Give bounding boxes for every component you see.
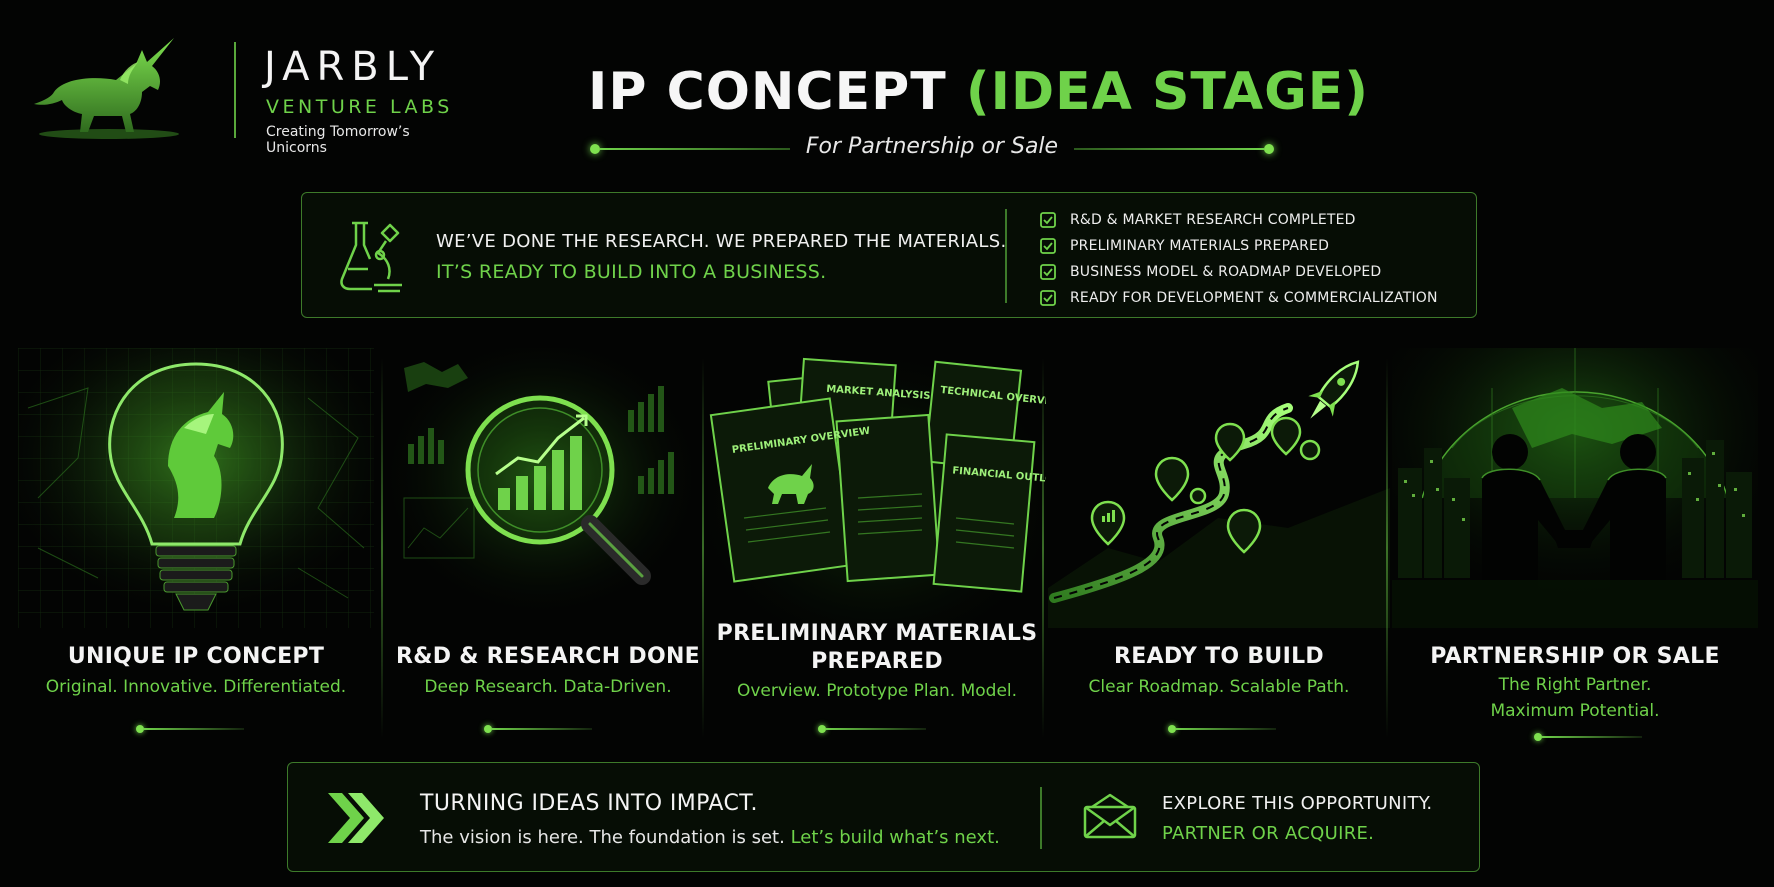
- checkbox-checked-icon: [1040, 212, 1056, 228]
- panel-title: R&D & RESEARCH DONE: [395, 644, 701, 669]
- cta-explore[interactable]: EXPLORE THIS OPPORTUNITY.: [1162, 793, 1433, 814]
- panel-title-line: PRELIMINARY MATERIALS: [716, 621, 1038, 646]
- panel-subtitle: Clear Roadmap. Scalable Path.: [1088, 677, 1350, 697]
- checklist-item: READY FOR DEVELOPMENT & COMMERCIALIZATIO…: [1040, 285, 1438, 311]
- subtitle-line-right: [1074, 148, 1264, 150]
- panel-subtitle-line: Maximum Potential.: [1490, 701, 1660, 721]
- panel-separator: [1042, 358, 1044, 738]
- panel-rule: [1176, 728, 1276, 730]
- subtitle-dot-right: [1264, 144, 1274, 154]
- cta-partner-acquire[interactable]: PARTNER OR ACQUIRE.: [1162, 823, 1375, 844]
- checklist-item: PRELIMINARY MATERIALS PREPARED: [1040, 233, 1438, 259]
- panel-subtitle-line: The Right Partner.: [1498, 675, 1652, 695]
- envelope-icon: [1083, 793, 1137, 839]
- checkbox-checked-icon: [1040, 264, 1056, 280]
- impact-body: The vision is here. The foundation is se…: [420, 827, 1000, 848]
- brand-subname: VENTURE LABS: [266, 96, 453, 118]
- title-accent: (IDEA STAGE): [965, 62, 1370, 122]
- panel-subtitle: Deep Research. Data-Driven.: [424, 677, 672, 697]
- panel-rule: [826, 728, 926, 730]
- impact-headline: TURNING IDEAS INTO IMPACT.: [420, 791, 758, 816]
- panel-separator: [1386, 358, 1388, 738]
- checkbox-checked-icon: [1040, 290, 1056, 306]
- research-summary-box: WE’VE DONE THE RESEARCH. WE PREPARED THE…: [301, 192, 1477, 318]
- panel-rule-dot: [136, 725, 144, 733]
- brand-name: JARBLY: [264, 44, 442, 90]
- magnifier-chart-icon: [388, 348, 708, 628]
- panel-separator: [381, 358, 383, 738]
- checklist-item: R&D & MARKET RESEARCH COMPLETED: [1040, 207, 1438, 233]
- panel-subtitle: The Right Partner. Maximum Potential.: [1392, 672, 1758, 724]
- subtitle-dot-left: [590, 144, 600, 154]
- feature-panels: UNIQUE IP CONCEPT Original. Innovative. …: [18, 348, 1758, 750]
- panel-preliminary-materials: PRELIMINARY OVERVIEW MARKET ANALYSIS TEC…: [708, 348, 1046, 750]
- documents-icon: PRELIMINARY OVERVIEW MARKET ANALYSIS TEC…: [708, 348, 1046, 628]
- unicorn-icon: [34, 38, 179, 139]
- panel-ready-to-build: READY TO BUILD Clear Roadmap. Scalable P…: [1048, 348, 1390, 750]
- flask-microscope-icon: [340, 221, 402, 293]
- panel-separator: [702, 358, 704, 738]
- panel-title: PRELIMINARY MATERIALS PREPARED: [708, 620, 1046, 676]
- handshake-globe-icon: [1392, 348, 1758, 628]
- page-subtitle: For Partnership or Sale: [805, 134, 1059, 159]
- panel-subtitle: Overview. Prototype Plan. Model.: [736, 681, 1018, 701]
- roadmap-rocket-icon: [1048, 360, 1390, 628]
- research-divider: [1005, 209, 1007, 303]
- brand-logo: JARBLY VENTURE LABS Creating Tomorrow’s …: [24, 34, 454, 156]
- checklist-label: R&D & MARKET RESEARCH COMPLETED: [1070, 212, 1356, 228]
- panel-title: UNIQUE IP CONCEPT: [67, 644, 325, 669]
- panel-title: READY TO BUILD: [1114, 644, 1324, 669]
- checkbox-checked-icon: [1040, 238, 1056, 254]
- panel-rule: [144, 728, 244, 730]
- impact-body-text: The vision is here. The foundation is se…: [420, 827, 785, 848]
- checklist-item: BUSINESS MODEL & ROADMAP DEVELOPED: [1040, 259, 1438, 285]
- checklist-label: PRELIMINARY MATERIALS PREPARED: [1070, 238, 1330, 254]
- cta-divider: [1040, 787, 1042, 849]
- page-title: IP CONCEPT (IDEA STAGE): [588, 62, 1369, 122]
- lightbulb-unicorn-icon: [18, 348, 374, 628]
- double-chevron-icon: [328, 793, 384, 843]
- checklist-label: BUSINESS MODEL & ROADMAP DEVELOPED: [1070, 264, 1382, 280]
- panel-rule-dot: [1534, 733, 1542, 741]
- research-checklist: R&D & MARKET RESEARCH COMPLETED PRELIMIN…: [1040, 207, 1438, 311]
- panel-rule-dot: [818, 725, 826, 733]
- panel-rule: [1542, 736, 1642, 738]
- panel-subtitle: Original. Innovative. Differentiated.: [45, 677, 347, 697]
- panel-rule-dot: [1168, 725, 1176, 733]
- impact-body-accent: Let’s build what’s next.: [790, 827, 1000, 848]
- subtitle-line-left: [600, 148, 790, 150]
- panel-rule-dot: [484, 725, 492, 733]
- panel-title: PARTNERSHIP OR SALE: [1430, 644, 1720, 669]
- panel-partnership-or-sale: PARTNERSHIP OR SALE The Right Partner. M…: [1392, 348, 1758, 750]
- checklist-label: READY FOR DEVELOPMENT & COMMERCIALIZATIO…: [1070, 290, 1438, 306]
- research-ready-statement: IT’S READY TO BUILD INTO A BUSINESS.: [436, 261, 827, 283]
- title-main: IP CONCEPT: [588, 62, 947, 122]
- panel-unique-ip-concept: UNIQUE IP CONCEPT Original. Innovative. …: [18, 348, 374, 750]
- brand-tagline: Creating Tomorrow’s Unicorns: [266, 124, 410, 156]
- logo-divider: [234, 42, 236, 138]
- panel-rule: [492, 728, 592, 730]
- panel-title-line: PREPARED: [811, 649, 943, 674]
- subtitle-row: For Partnership or Sale: [590, 134, 1274, 164]
- panel-rd-research-done: R&D & RESEARCH DONE Deep Research. Data-…: [388, 348, 708, 750]
- call-to-action-bar: TURNING IDEAS INTO IMPACT. The vision is…: [287, 762, 1480, 872]
- research-statement: WE’VE DONE THE RESEARCH. WE PREPARED THE…: [436, 231, 1007, 252]
